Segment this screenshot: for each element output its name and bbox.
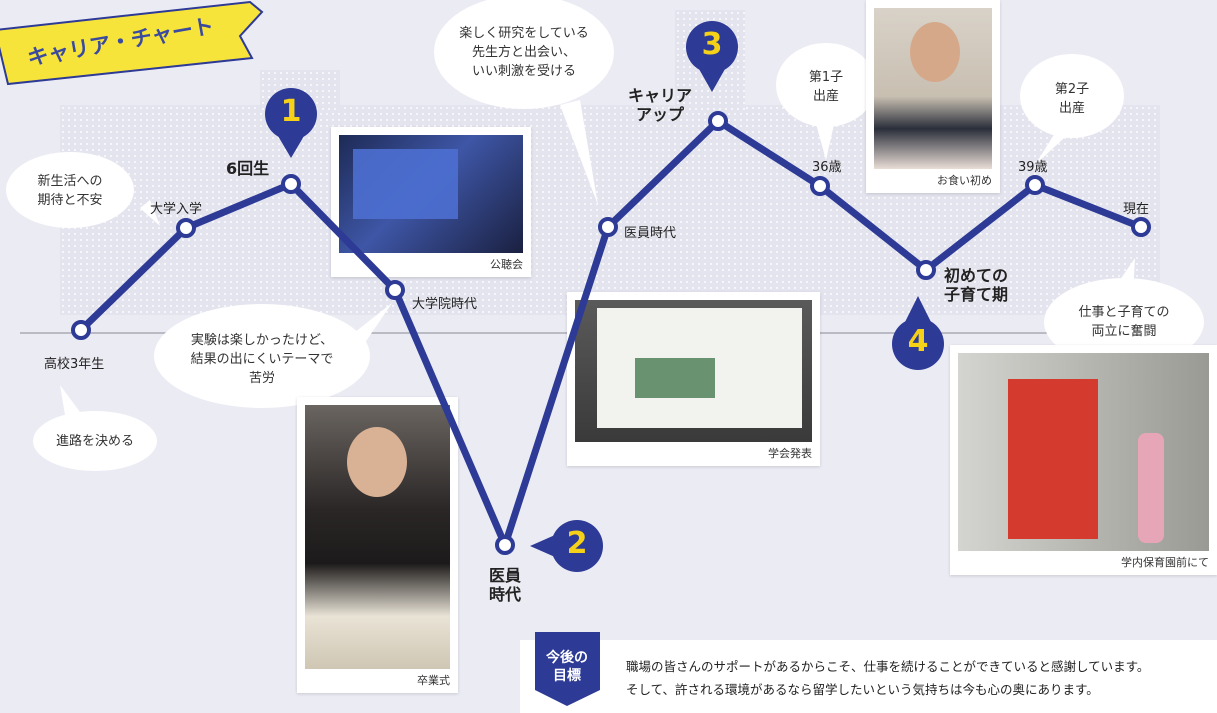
bubble-balance: 仕事と子育ての 両立に奮闘	[1078, 305, 1170, 339]
photo-caption: お食い初め	[937, 174, 992, 187]
bubble-research-shape	[560, 100, 598, 205]
goal-label: 今後の 目標	[546, 650, 588, 684]
step-number: 3	[701, 27, 723, 62]
step-number: 2	[566, 526, 588, 561]
bubble-child2: 第2子 出産	[1054, 82, 1090, 116]
bubble-child1-shape	[776, 43, 876, 127]
photo-caption: 学内保育園前にて	[1121, 556, 1209, 569]
label-age36: 36歳	[812, 160, 842, 175]
bubble-research: 楽しく研究をしている 先生方と出会い、 いい刺激を受ける	[459, 26, 589, 79]
label-doctor-low: 医員 時代	[489, 566, 522, 604]
photo-caption: 学会発表	[768, 447, 812, 460]
label-hs: 高校3年生	[44, 357, 105, 372]
step-3-badge	[686, 21, 738, 73]
bubble-experiment: 実験は楽しかったけど、 結果の出にくいテーマで 苦労	[190, 333, 334, 386]
bubble-career: 進路を決める	[55, 434, 134, 449]
photo-conference: 学会発表	[567, 292, 820, 466]
photo-nursery: 学内保育園前にて	[950, 345, 1217, 575]
bubble-newlife: 新生活への 期待と不安	[37, 174, 103, 208]
goal-text: 職場の皆さんのサポートがあるからこそ、仕事を続けることができていると感謝していま…	[626, 655, 1217, 701]
photo-caption: 公聴会	[490, 258, 523, 271]
label-grad: 大学院時代	[412, 297, 478, 312]
bubble-child2-shape	[1020, 54, 1124, 138]
label-uni: 大学入学	[150, 202, 203, 217]
photo-lecture: 公聴会	[331, 127, 531, 277]
label-doctor: 医員時代	[624, 226, 677, 241]
goal-line-2: そして、許される環境があるなら留学したいという気持ちは今も心の奥にあります。	[626, 682, 1099, 697]
label-sixth: 6回生	[226, 159, 270, 178]
step-number: 1	[280, 94, 302, 129]
photo-caption: 卒業式	[417, 674, 450, 687]
goal-badge-shape	[535, 632, 600, 706]
bubble-career-shape	[60, 385, 80, 415]
label-now: 現在	[1123, 202, 1150, 217]
photo-weaning: お食い初め	[866, 0, 1000, 193]
label-childcare: 初めての 子育て期	[944, 266, 1009, 304]
step-number: 4	[907, 324, 929, 359]
step-2-badge-tail	[530, 535, 555, 557]
goal-box	[520, 640, 1217, 713]
step-1-badge-tail	[278, 136, 304, 158]
bubble-research-shape	[434, 0, 614, 109]
step-4-badge-tail	[905, 296, 931, 322]
bubble-child1: 第1子 出産	[808, 70, 844, 104]
label-careerup: キャリア アップ	[628, 86, 693, 124]
title-banner-shape	[0, 0, 264, 86]
step-3-badge-tail	[699, 69, 725, 92]
photo-graduation: 卒業式	[297, 397, 458, 693]
label-age39: 39歳	[1018, 160, 1048, 175]
goal-line-1: 職場の皆さんのサポートがあるからこそ、仕事を続けることができていると感謝していま…	[626, 659, 1150, 674]
